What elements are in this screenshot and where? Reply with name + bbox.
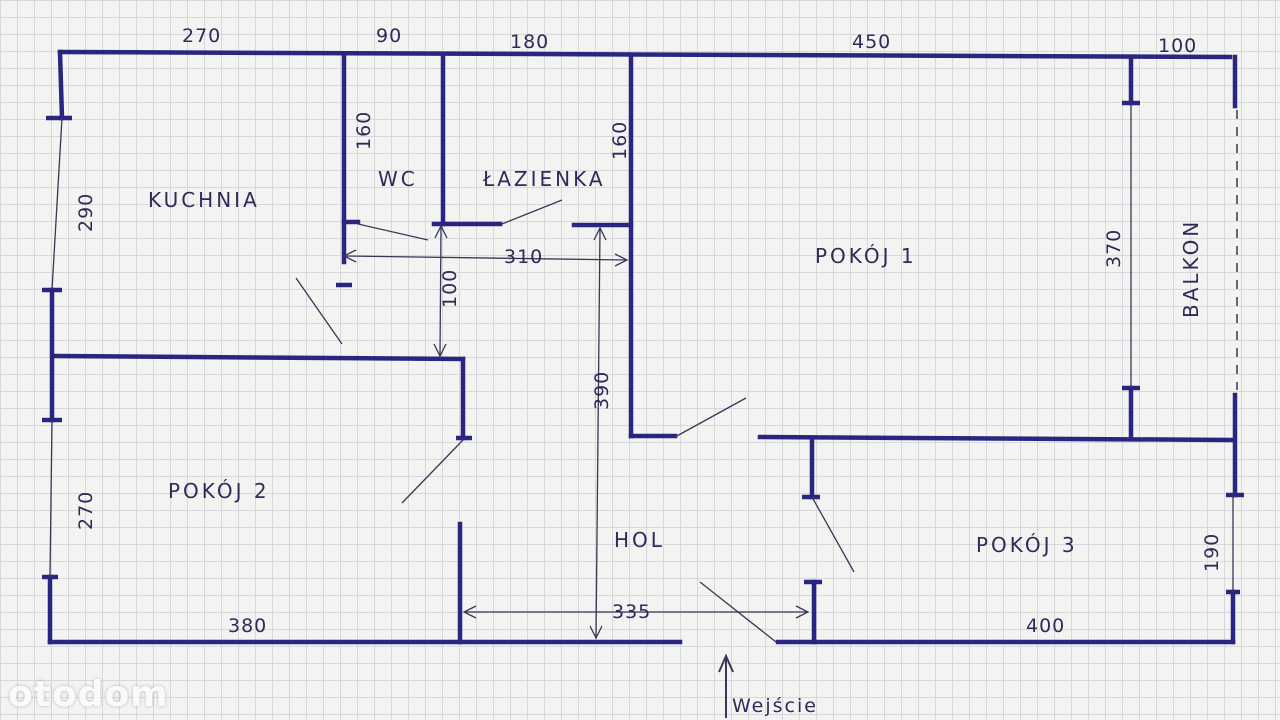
dim-label: 270 [182,25,221,47]
arrowhead [795,605,810,619]
dim-label: 335 [612,601,651,623]
door-swing-pokoj1 [674,397,747,438]
dim-label: 390 [591,371,613,410]
dim-label: 160 [353,111,375,150]
wall-top [57,49,1233,60]
door-swings [295,199,855,643]
room-label-hol: HOL [614,528,665,552]
door-swing-pokoj3 [811,496,855,573]
arrowhead [434,224,448,239]
dim-line-left-290 [51,117,63,291]
dim-label: 380 [228,615,267,637]
arrowhead [433,343,447,358]
door-swing-wc [357,223,429,241]
room-label-kuchnia: KUCHNIA [148,188,260,212]
room-label-pokoj1: POKÓJ 1 [815,244,917,268]
dim-label: 270 [75,491,97,530]
dim-label: 290 [75,193,97,232]
door-swing-kuchnia [295,277,343,345]
dim-label: 160 [609,121,631,160]
wall-left-upper [57,49,65,121]
room-labels: KUCHNIA WC ŁAZIENKA POKÓJ 1 BALKON POKÓJ… [148,167,1203,557]
arrowhead [342,249,357,263]
dim-label: 450 [852,31,891,53]
entrance-arrow-icon [718,653,734,718]
arrowhead [589,625,603,640]
dim-label: 100 [439,269,461,308]
room-label-lazienka: ŁAZIENKA [482,167,606,191]
entrance-label: Wejście [732,695,818,717]
dimension-labels: 270 90 180 450 100 290 270 160 160 310 1… [75,25,1223,637]
dim-label: 190 [1201,533,1223,572]
watermark-logo: otodom [8,674,169,715]
outer-walls [47,49,1238,645]
dim-line-390 [595,227,601,639]
dim-line-100 [439,225,442,357]
dim-label: 370 [1103,229,1125,268]
dim-label: 100 [1158,35,1197,57]
arrowhead [462,605,477,619]
dim-line-left-270 [49,419,53,578]
room-label-wc: WC [378,167,418,191]
wall-kuchnia-pokoj2 [52,353,466,362]
interior-walls [52,51,1235,645]
arrowhead [614,253,629,267]
dim-label: 310 [504,246,543,268]
wall-ticks [42,100,1244,595]
dim-label: 400 [1026,615,1065,637]
door-swing-lazienka [501,199,563,225]
room-label-pokoj2: POKÓJ 2 [168,479,270,503]
dim-line-310 [343,255,628,261]
room-label-pokoj3: POKÓJ 3 [976,533,1078,557]
dim-label: 180 [510,31,549,53]
arrowhead [593,226,607,241]
wall-pokoj1-pokoj3 [757,434,1235,443]
dimension-lines [49,103,1234,640]
dim-label: 90 [376,25,402,47]
room-label-balkon: BALKON [1179,219,1203,318]
door-swing-pokoj2 [401,439,464,504]
